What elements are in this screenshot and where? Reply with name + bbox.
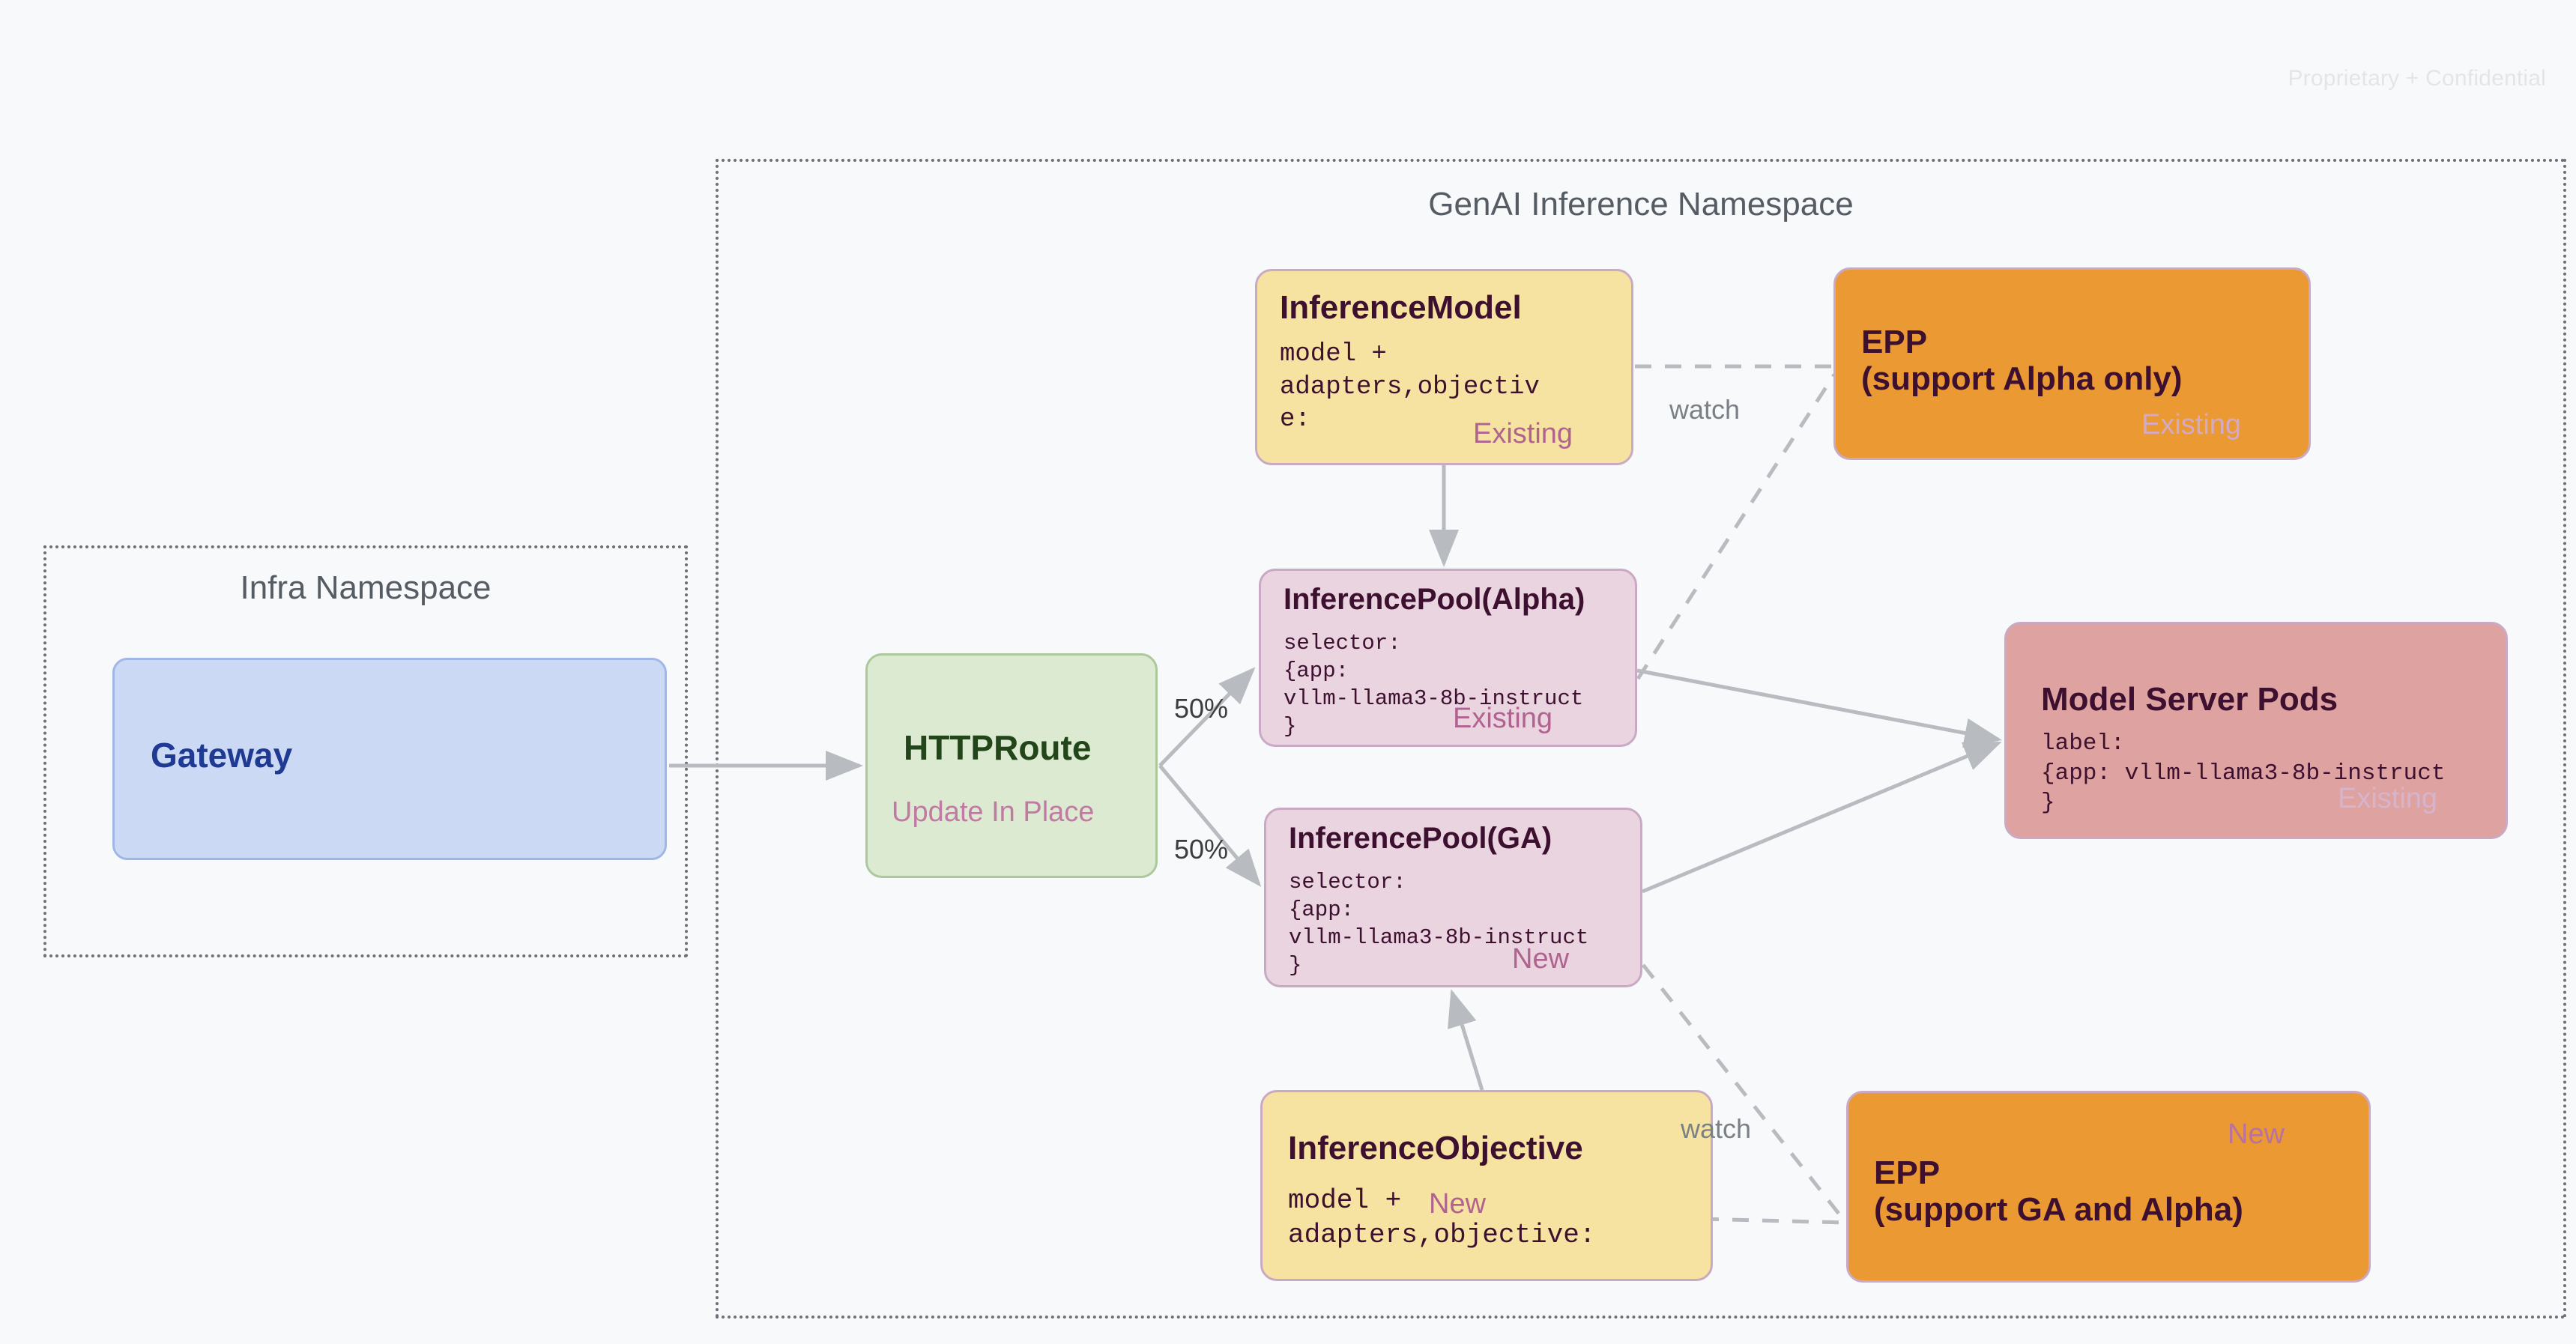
epp-ga-status-badge: New: [2228, 1119, 2285, 1150]
pool-ga-code: selector: {app: vllm-llama3-8b-instruct …: [1289, 870, 1589, 978]
pool-alpha-status-badge: Existing: [1453, 703, 1553, 734]
epp-alpha-title: EPP (support Alpha only): [1861, 324, 2183, 398]
infra-namespace-title: Infra Namespace: [240, 569, 492, 606]
model-pods-code: label: {app: vllm-llama3-8b-instruct }: [2041, 730, 2446, 817]
model-pods-status-badge: Existing: [2338, 783, 2438, 814]
genai-namespace-container: [716, 159, 2566, 1319]
edge-label-split-ga: 50%: [1174, 834, 1229, 865]
pool-alpha-code: selector: {app: vllm-llama3-8b-instruct …: [1284, 631, 1584, 739]
node-inference-objective[interactable]: InferenceObjective model + adapters,obje…: [1260, 1090, 1713, 1281]
inference-objective-status-badge: New: [1429, 1188, 1487, 1220]
pool-ga-status-badge: New: [1512, 943, 1570, 975]
node-gateway[interactable]: Gateway: [112, 658, 667, 860]
node-inference-pool-alpha[interactable]: InferencePool(Alpha) selector: {app: vll…: [1259, 569, 1637, 747]
epp-alpha-status-badge: Existing: [2141, 409, 2242, 441]
edge-label-watch-top: watch: [1669, 394, 1741, 425]
node-inference-model[interactable]: InferenceModel model + adapters,objectiv…: [1255, 269, 1633, 465]
httproute-tag: Update In Place: [892, 796, 1095, 828]
infra-namespace-container: [43, 545, 688, 957]
gateway-title: Gateway: [151, 736, 293, 775]
pool-ga-title: InferencePool(GA): [1289, 822, 1552, 855]
inference-objective-code: model + adapters,objective:: [1288, 1185, 1596, 1251]
node-epp-ga[interactable]: EPP (support GA and Alpha) New: [1846, 1091, 2371, 1283]
node-httproute[interactable]: HTTPRoute Update In Place: [865, 653, 1158, 878]
edge-label-split-alpha: 50%: [1174, 693, 1229, 724]
edge-label-watch-bottom: watch: [1681, 1113, 1752, 1144]
node-model-server-pods[interactable]: Model Server Pods label: {app: vllm-llam…: [2004, 622, 2508, 839]
inference-model-status-badge: Existing: [1473, 418, 1573, 449]
node-inference-pool-ga[interactable]: InferencePool(GA) selector: {app: vllm-l…: [1264, 808, 1642, 987]
httproute-title: HTTPRoute: [904, 728, 1092, 767]
inference-objective-title: InferenceObjective: [1288, 1130, 1583, 1166]
inference-model-code: model + adapters,objectiv e:: [1280, 340, 1540, 435]
epp-ga-title: EPP (support GA and Alpha): [1874, 1154, 2243, 1229]
model-pods-title: Model Server Pods: [2041, 681, 2338, 718]
inference-model-title: InferenceModel: [1280, 289, 1522, 326]
confidential-notice: Proprietary + Confidential: [2288, 66, 2546, 91]
genai-namespace-title: GenAI Inference Namespace: [1428, 186, 1854, 223]
pool-alpha-title: InferencePool(Alpha): [1284, 583, 1585, 616]
node-epp-alpha[interactable]: EPP (support Alpha only) Existing: [1833, 267, 2311, 460]
